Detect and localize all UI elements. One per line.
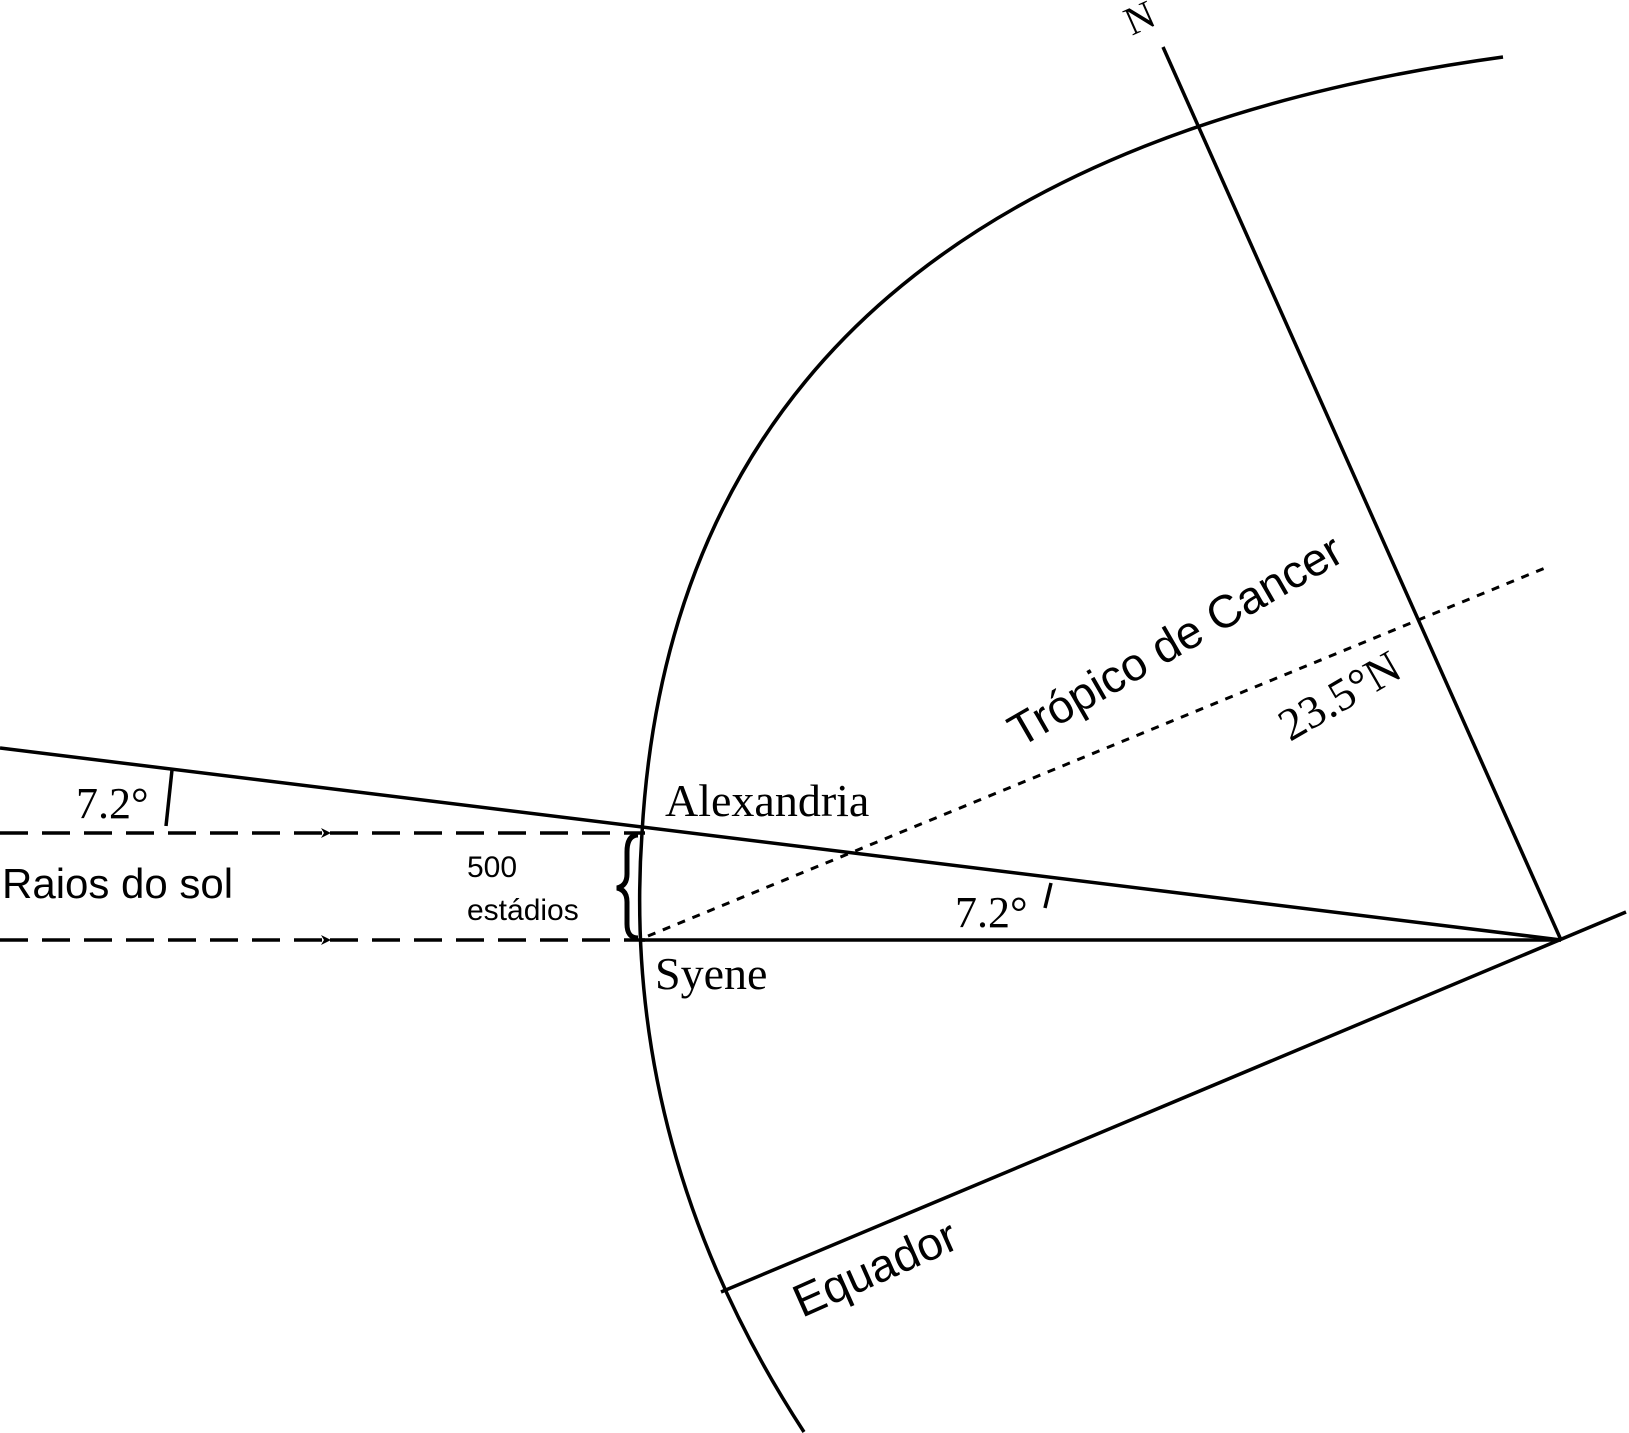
tropic-of-cancer-line xyxy=(647,566,1546,938)
distance-unit-label: estádios xyxy=(467,894,579,927)
tropic-latitude-label: 23.5°N xyxy=(1270,640,1410,750)
sun-rays-label: Raios do sol xyxy=(2,860,233,907)
equator-line xyxy=(720,910,1627,1294)
distance-brace xyxy=(616,832,639,941)
alexandria-radius-line xyxy=(0,746,1562,942)
alexandria-label: Alexandria xyxy=(665,775,869,826)
distance-value-label: 500 xyxy=(467,851,517,884)
syene-label: Syene xyxy=(655,948,767,999)
north-axis-line xyxy=(1161,46,1563,941)
angle-left-label: 7.2° xyxy=(76,779,149,828)
angle-mark-left xyxy=(164,769,174,827)
north-label: N xyxy=(1117,0,1162,44)
angle-center-label: 7.2° xyxy=(955,888,1028,937)
earth-arc xyxy=(637,55,1504,1433)
angle-mark-center xyxy=(1043,882,1053,909)
